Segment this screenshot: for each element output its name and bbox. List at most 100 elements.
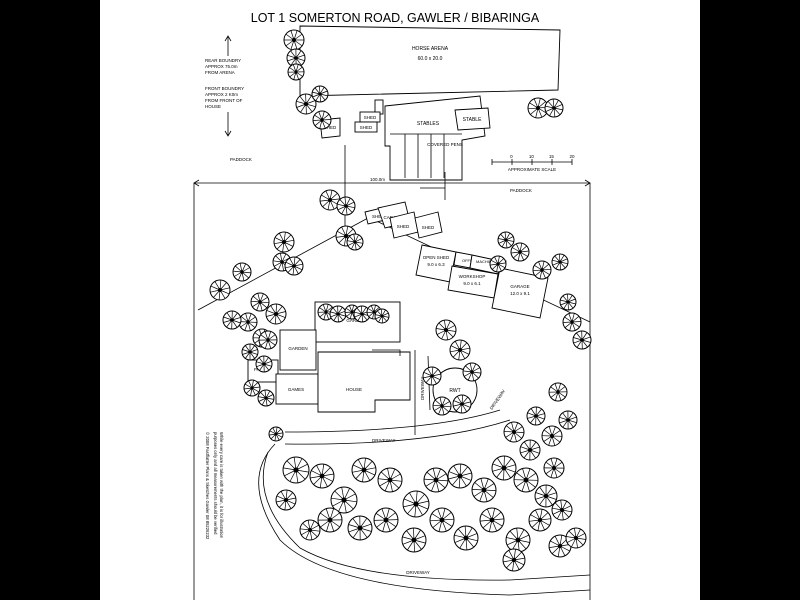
tree-icon (453, 525, 479, 551)
tree-icon (255, 355, 273, 373)
tree-icon (527, 97, 549, 119)
tree-icon (534, 484, 558, 508)
tree-icon (503, 421, 525, 443)
tree-icon (312, 110, 332, 130)
tree-icon (558, 410, 578, 430)
tree-icon (519, 439, 541, 461)
svg-text:GARDEN: GARDEN (288, 346, 307, 351)
tree-icon (347, 515, 373, 541)
tree-icon (528, 508, 552, 532)
svg-text:DRIVEWAY: DRIVEWAY (420, 376, 425, 400)
svg-text:purposes only and all measurem: purposes only and all measurements shoul… (213, 432, 218, 535)
svg-text:9.0 x 6.1: 9.0 x 6.1 (463, 281, 481, 286)
tree-icon (309, 463, 335, 489)
tree-icon (377, 467, 403, 493)
tree-icon (548, 534, 572, 558)
svg-text:9.0 x 6.3: 9.0 x 6.3 (427, 262, 445, 267)
svg-text:DRIVEWAY: DRIVEWAY (489, 388, 507, 410)
tree-icon (532, 260, 552, 280)
tree-icon (222, 310, 242, 330)
tree-icon (544, 98, 564, 118)
svg-text:STABLE: STABLE (463, 117, 482, 123)
svg-text:GARDEN: GARDEN (346, 318, 365, 323)
tree-icon (275, 489, 297, 511)
svg-text:SHED: SHED (397, 224, 410, 229)
tree-icon (295, 93, 317, 115)
svg-text:While every care is taken with: While every care is taken with the plan,… (219, 432, 224, 539)
svg-text:SHED: SHED (364, 115, 377, 120)
svg-text:PADDOCK: PADDOCK (230, 157, 252, 162)
disclaimer: While every care is taken with the plan,… (205, 432, 224, 540)
tree-icon (491, 455, 517, 481)
svg-text:12.0 x 9.1: 12.0 x 9.1 (510, 291, 530, 296)
svg-text:OPEN SHED: OPEN SHED (423, 255, 450, 260)
tree-icon (435, 319, 457, 341)
tree-icon (510, 242, 530, 262)
tree-icon (273, 231, 295, 253)
svg-text:COVERED PENS: COVERED PENS (427, 142, 463, 147)
tree-icon (353, 305, 371, 323)
svg-text:© 2008 Fastflatter Plans & Ske: © 2008 Fastflatter Plans & Sketches Gawl… (205, 432, 210, 540)
tree-icon (317, 507, 343, 533)
svg-text:HOUSE: HOUSE (346, 387, 362, 392)
tree-icon (489, 255, 507, 273)
tree-icon (319, 189, 341, 211)
tree-icon (452, 394, 472, 414)
svg-text:DRIVEWAY: DRIVEWAY (372, 438, 396, 443)
scale-bar: 0 10 15 20 APPROXIMATE SCALE (491, 154, 575, 172)
tree-icon (559, 293, 577, 311)
tree-icon (286, 48, 306, 68)
tree-icon (513, 467, 539, 493)
tree-icon (351, 457, 377, 483)
tree-icon (402, 490, 430, 518)
svg-text:HORSE ARENA: HORSE ARENA (412, 46, 449, 52)
horse-arena: HORSE ARENA 60.0 x 20.0 (299, 25, 561, 97)
svg-text:PADDOCK: PADDOCK (510, 188, 532, 193)
svg-text:60.0 x 20.0: 60.0 x 20.0 (418, 56, 443, 62)
tree-icon (423, 467, 449, 493)
svg-text:GARAGE: GARAGE (510, 284, 529, 289)
svg-text:SHED: SHED (422, 225, 435, 230)
tree-icon (471, 477, 497, 503)
tree-icon (374, 308, 390, 324)
tree-icon (543, 457, 565, 479)
tree-icon (449, 339, 471, 361)
tree-icon (502, 548, 526, 572)
tree-icon (258, 330, 278, 350)
tree-icon (429, 507, 455, 533)
trees (209, 29, 592, 572)
tree-icon (401, 527, 427, 553)
tree-icon (243, 379, 261, 397)
site-plan-sheet: LOT 1 SOMERTON ROAD, GAWLER / BIBARINGA … (100, 0, 700, 600)
tree-icon (551, 253, 569, 271)
boundary-notes: REAR BOUNDRY APPROX 75.0m FROM ARENA FRO… (205, 35, 245, 137)
shed-group: SHED CARAVAN SHED SHED (364, 201, 443, 239)
tree-icon (257, 389, 275, 407)
tree-icon (548, 382, 568, 402)
tree-icon (238, 312, 258, 332)
tree-icon (282, 456, 310, 484)
tree-icon (526, 406, 546, 426)
tree-icon (432, 396, 452, 416)
tree-icon (565, 527, 587, 549)
workshop-complex: OPEN SHED 9.0 x 6.3 OFFICE MACHINE SHOP … (415, 244, 549, 319)
svg-text:OFFICE: OFFICE (462, 258, 477, 263)
svg-text:STABLES: STABLES (417, 121, 440, 127)
svg-text:GAMES: GAMES (288, 387, 304, 392)
paddock-fence: 100.0m PADDOCK PADDOCK (193, 145, 591, 600)
svg-text:SHED: SHED (324, 125, 337, 130)
tree-icon (562, 312, 582, 332)
svg-text:SHED: SHED (360, 125, 373, 130)
svg-text:SHED: SHED (372, 214, 385, 219)
tree-icon (551, 499, 573, 521)
tree-icon (373, 507, 399, 533)
rear-boundary-note: REAR BOUNDRY APPROX 75.0m FROM ARENA (205, 58, 242, 75)
tree-icon (479, 507, 505, 533)
tree-icon (311, 85, 329, 103)
front-boundary-note: FRONT BOUNDRY APPROX 2 K0m FROM FRONT OF… (205, 86, 245, 109)
tree-icon (462, 362, 482, 382)
svg-text:APPROXIMATE SCALE: APPROXIMATE SCALE (508, 167, 556, 172)
tree-icon (447, 463, 473, 489)
svg-text:RWT: RWT (449, 388, 460, 394)
stable-complex: SHED SHED SHED STABLE STABLES COVERED PE… (319, 95, 491, 181)
